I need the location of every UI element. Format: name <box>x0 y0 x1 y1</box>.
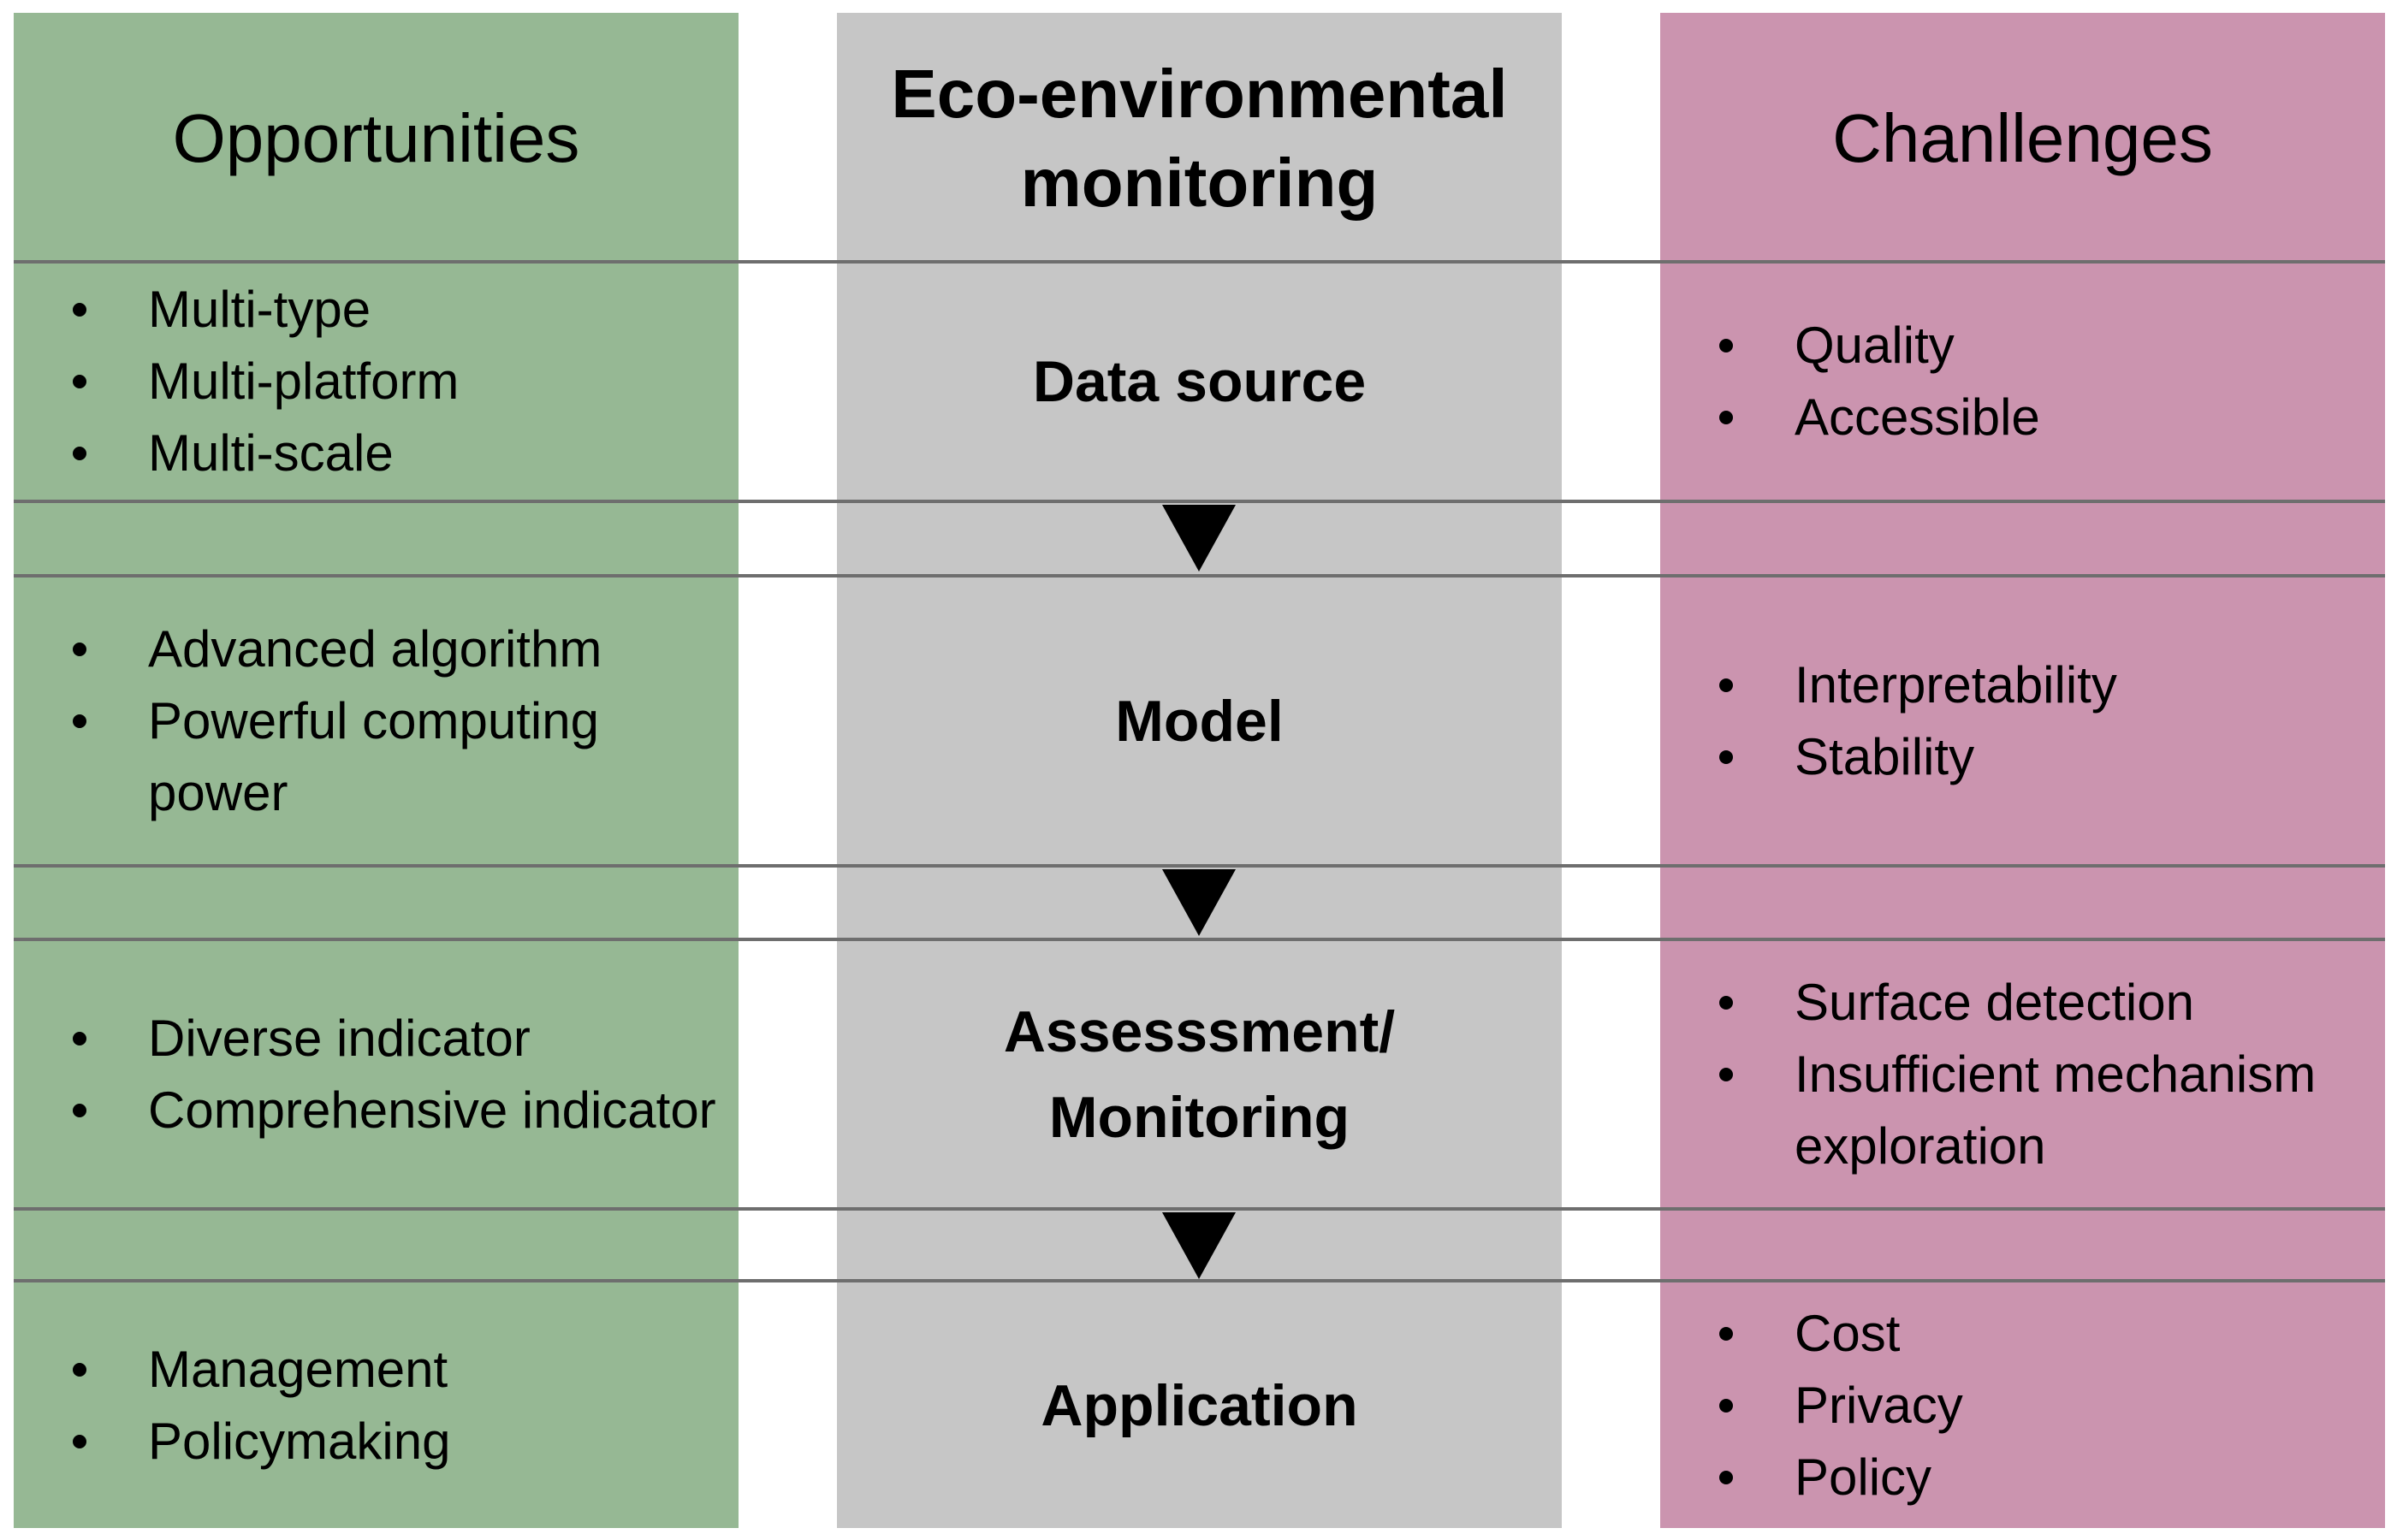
list-item: Quality <box>1660 310 2378 382</box>
list-item: Multi-scale <box>14 418 732 489</box>
challenges-row-model: Interpretability Stability <box>1660 578 2385 864</box>
stage-assessment-monitoring: Assesssment/ Monitoring <box>1003 998 1396 1150</box>
list-item: Policy <box>1660 1442 2378 1513</box>
opportunities-row-data-source: Multi-type Multi-platform Multi-scale <box>14 264 739 499</box>
divider-line <box>14 864 2385 868</box>
bullet-list: Interpretability Stability <box>1660 649 2385 793</box>
opportunities-title: Opportunities <box>172 99 580 176</box>
list-item: Diverse indicator <box>14 1003 732 1075</box>
list-item: Multi-type <box>14 274 732 346</box>
challenges-row-assessment: Surface detection Insufficient mechanism… <box>1660 941 2385 1207</box>
challenges-row-data-source: Quality Accessible <box>1660 264 2385 499</box>
bullet-list: Management Policymaking <box>14 1334 739 1478</box>
bullet-list: Cost Privacy Policy <box>1660 1298 2385 1513</box>
stage-model: Model <box>1115 688 1284 754</box>
challenges-row-application: Cost Privacy Policy <box>1660 1282 2385 1528</box>
down-arrow-icon <box>1162 505 1236 572</box>
list-item: Comprehensive indicator <box>14 1075 732 1146</box>
divider-line <box>14 938 2385 941</box>
opportunities-column: Opportunities Multi-type Multi-platform … <box>14 13 739 1528</box>
list-item: Cost <box>1660 1298 2378 1370</box>
opportunities-row-assessment: Diverse indicator Comprehensive indicato… <box>14 941 739 1207</box>
divider-line <box>14 574 2385 578</box>
list-item: Advanced algorithm <box>14 613 732 685</box>
bullet-list: Multi-type Multi-platform Multi-scale <box>14 274 739 489</box>
challenges-column: Chanllenges Quality Accessible Interpret… <box>1660 13 2385 1528</box>
list-item: Stability <box>1660 721 2378 793</box>
opportunities-row-model: Advanced algorithm Powerful computing po… <box>14 578 739 864</box>
bullet-list: Diverse indicator Comprehensive indicato… <box>14 1003 739 1146</box>
list-item: Accessible <box>1660 382 2378 453</box>
opportunities-row-application: Management Policymaking <box>14 1282 739 1528</box>
bullet-list: Surface detection Insufficient mechanism… <box>1660 967 2385 1182</box>
down-arrow-icon <box>1162 1212 1236 1279</box>
stage-data-source: Data source <box>1032 348 1367 414</box>
down-arrow-icon <box>1162 869 1236 936</box>
list-item: Insufficient mechanism exploration <box>1660 1039 2378 1182</box>
monitoring-flow-column: Eco-environmental monitoring Data source… <box>837 13 1562 1528</box>
stage-application: Application <box>1041 1372 1358 1438</box>
divider-line <box>14 260 2385 264</box>
monitoring-title: Eco-environmental monitoring <box>891 55 1508 221</box>
list-item: Powerful computing power <box>14 685 732 829</box>
bullet-list: Advanced algorithm Powerful computing po… <box>14 613 739 829</box>
divider-line <box>14 1279 2385 1282</box>
challenges-title: Chanllenges <box>1832 99 2213 176</box>
list-item: Interpretability <box>1660 649 2378 721</box>
divider-line <box>14 1207 2385 1211</box>
bullet-list: Quality Accessible <box>1660 310 2385 453</box>
list-item: Surface detection <box>1660 967 2378 1039</box>
divider-line <box>14 500 2385 503</box>
list-item: Privacy <box>1660 1370 2378 1442</box>
list-item: Management <box>14 1334 732 1406</box>
list-item: Policymaking <box>14 1406 732 1478</box>
list-item: Multi-platform <box>14 346 732 418</box>
